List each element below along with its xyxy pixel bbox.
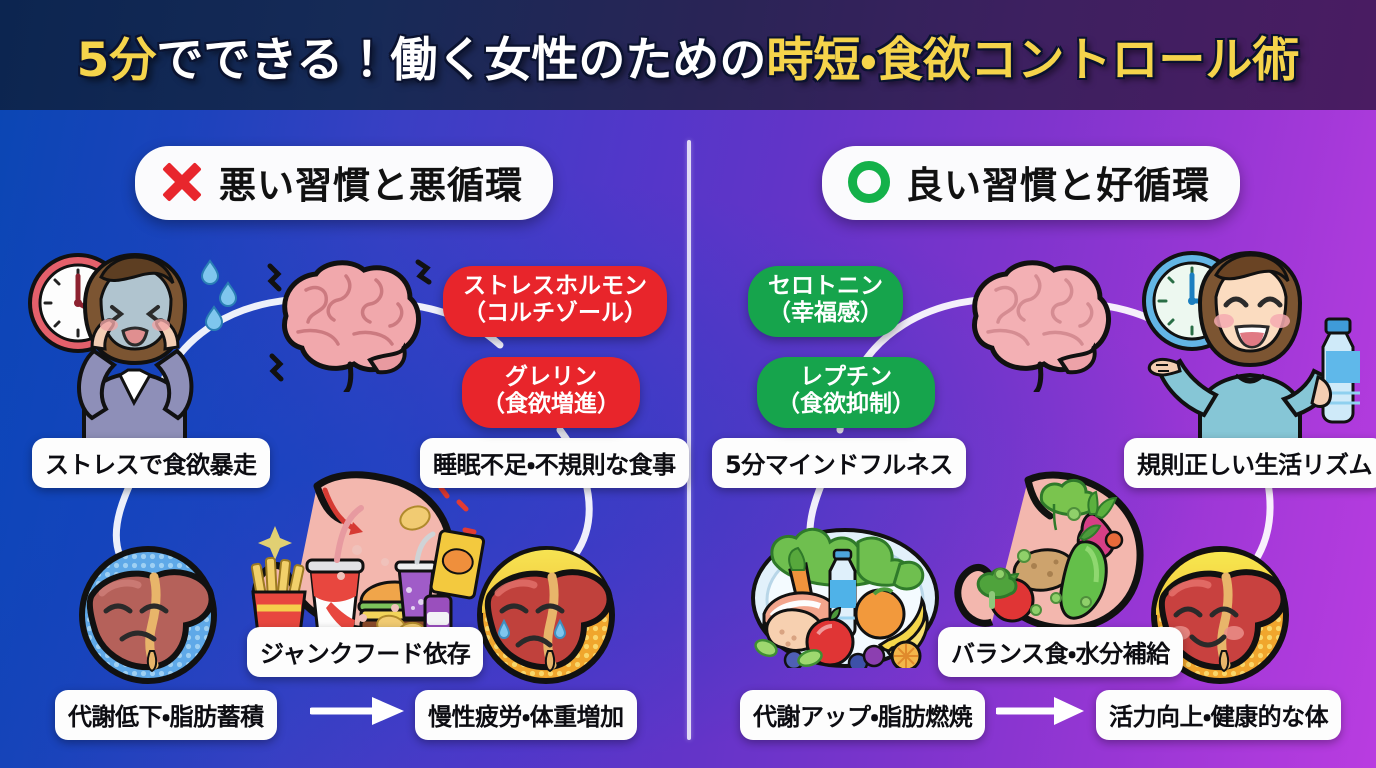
arrow-right-icon-left-panel [310, 697, 404, 725]
circle-mark-icon [848, 161, 890, 203]
right-panel-title: 良い習慣と好循環 [906, 164, 1210, 207]
caption-junk-food-addiction: ジャンクフード依存 [247, 627, 484, 677]
caption-chronic-fatigue: 慢性疲労・体重増加 [415, 690, 637, 740]
hormone-pill-serotonin-line1: セロトニン [768, 273, 883, 299]
hormone-pill-ghrelin-line2: （食欲増進） [482, 391, 620, 418]
page-title-middle: でできる！働く女性のための [156, 32, 767, 88]
stressed-woman-illustration [22, 243, 252, 453]
caption-five-minute-mindfulness: 5分マインドフルネス [712, 438, 966, 488]
calm-brain-illustration [948, 252, 1138, 397]
hormone-pill-ghrelin-line1: グレリン [505, 364, 597, 390]
happy-woman-with-water-bottle-illustration [1136, 243, 1376, 453]
stomach-with-vegetables-illustration [950, 470, 1165, 650]
crying-liver-illustration [474, 543, 624, 693]
caption-vitality-health: 活力向上・健康的な体 [1096, 690, 1342, 740]
happy-liver-illustration [1148, 543, 1298, 693]
hormone-pill-leptin-line1: レプチン [800, 364, 892, 390]
hormone-pill-serotonin-line2: （幸福感） [768, 300, 883, 327]
caption-sleep-deprivation: 睡眠不足・不規則な食事 [420, 438, 689, 488]
hormone-pill-ghrelin: グレリン （食欲増進） [462, 357, 640, 429]
caption-stress-overeating: ストレスで食欲暴走 [32, 438, 270, 488]
caption-metabolism-down: 代謝低下・脂肪蓄積 [55, 690, 277, 740]
hormone-pill-cortisol-line1: ストレスホルモン [463, 273, 647, 299]
left-panel-badge: 悪い習慣と悪循環 [135, 146, 553, 220]
sad-liver-illustration [76, 543, 226, 693]
header-banner: 5分でできる！働く女性のための時短・食欲コントロール術 [0, 0, 1376, 110]
healthy-food-plate-illustration [748, 508, 943, 674]
page-title-highlight-1: 5分 [76, 32, 157, 88]
hormone-pill-cortisol-line2: （コルチゾール） [463, 300, 647, 327]
panel-divider [687, 140, 691, 740]
right-panel-badge: 良い習慣と好循環 [822, 146, 1240, 220]
hormone-pill-cortisol: ストレスホルモン （コルチゾール） [443, 266, 667, 338]
stressed-brain-illustration [258, 252, 448, 397]
page-title-highlight-2: 時短・食欲コントロール術 [766, 32, 1300, 88]
hormone-pill-leptin-line2: （食欲抑制） [777, 391, 915, 418]
hormone-pill-leptin: レプチン （食欲抑制） [757, 357, 935, 429]
caption-metabolism-up: 代謝アップ・脂肪燃焼 [740, 690, 986, 740]
cross-mark-icon [161, 161, 203, 203]
caption-regular-rhythm: 規則正しい生活リズム [1124, 438, 1376, 488]
page-title: 5分でできる！働く女性のための時短・食欲コントロール術 [77, 21, 1300, 90]
left-panel-title: 悪い習慣と悪循環 [219, 164, 523, 207]
caption-balanced-diet: バランス食・水分補給 [938, 627, 1183, 677]
hormone-pill-serotonin: セロトニン （幸福感） [748, 266, 903, 338]
arrow-right-icon-right-panel [996, 697, 1084, 725]
